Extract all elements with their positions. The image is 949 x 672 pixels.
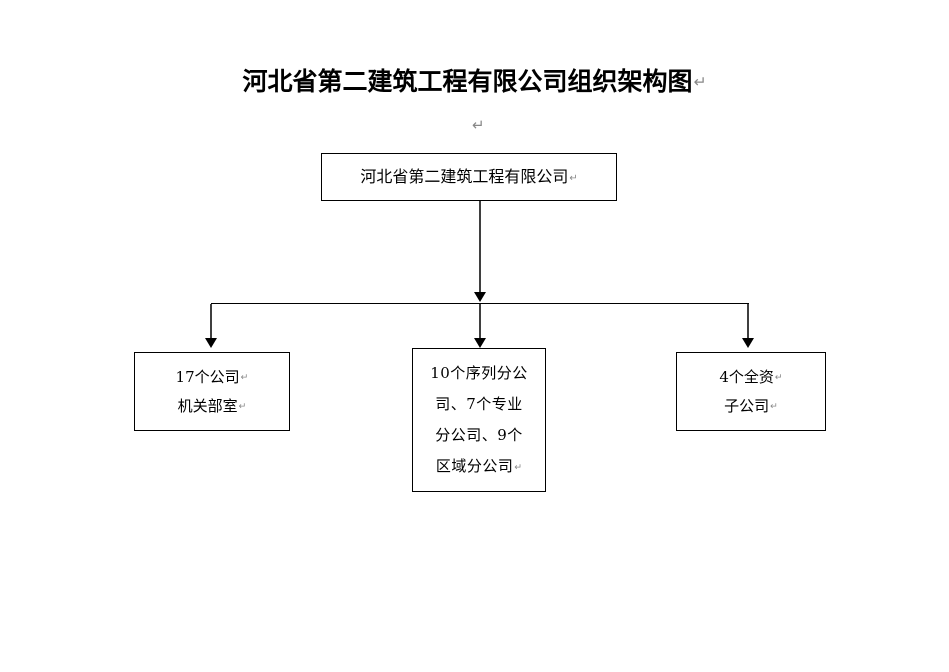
org-node-subsidiaries-text-0: 4个全资 <box>719 367 774 386</box>
org-node-subsidiaries-text-1: 子公司 <box>724 396 770 415</box>
org-node-subsidiaries[interactable]: 4个全资↵ 子公司↵ <box>676 352 826 431</box>
pilcrow-mark: ↵ <box>770 401 778 413</box>
org-node-root-text-0: 河北省第二建筑工程有限公司 <box>360 167 569 186</box>
org-node-subsidiaries-line-1: 子公司↵ <box>724 396 778 415</box>
connector-bus-to-subsidiaries <box>747 304 749 339</box>
org-node-departments-line-1: 机关部室↵ <box>177 396 247 415</box>
org-node-branches-line-3: 区域分公司↵ <box>436 459 522 474</box>
pilcrow-mark: ↵ <box>514 461 523 473</box>
org-node-branches[interactable]: 10个序列分公 司、7个专业 分公司、9个 区域分公司↵ <box>412 348 546 492</box>
org-node-root-line-0: 河北省第二建筑工程有限公司↵ <box>360 169 577 185</box>
pilcrow-mark: ↵ <box>569 172 578 184</box>
org-node-departments-line-0: 17个公司↵ <box>175 367 249 386</box>
arrowhead-subsidiaries <box>742 338 754 348</box>
pilcrow-mark: ↵ <box>240 372 249 384</box>
arrowhead-branches <box>474 338 486 348</box>
page-title-text: 河北省第二建筑工程有限公司组织架构图 <box>242 67 693 96</box>
org-node-departments-text-1: 机关部室 <box>177 396 238 415</box>
page-title: 河北省第二建筑工程有限公司组织架构图↵ <box>0 62 949 98</box>
pilcrow-mark: ↵ <box>238 401 247 413</box>
org-node-subsidiaries-line-0: 4个全资↵ <box>719 367 783 386</box>
pilcrow-mark: ↵ <box>693 73 707 92</box>
arrowhead-departments <box>205 338 217 348</box>
connector-root-to-bus <box>479 201 481 294</box>
org-node-branches-line-0: 10个序列分公 <box>430 364 528 382</box>
connector-bus-to-departments <box>210 304 212 339</box>
org-node-departments-text-0: 17个公司 <box>175 367 240 386</box>
org-node-branches-line-2: 分公司、9个 <box>435 426 523 444</box>
standalone-pilcrow-mark: ↵ <box>472 116 485 134</box>
org-node-branches-text-3: 区域分公司 <box>435 457 514 475</box>
org-node-root[interactable]: 河北省第二建筑工程有限公司↵ <box>321 153 617 201</box>
org-node-branches-line-1: 司、7个专业 <box>435 395 523 413</box>
org-node-departments[interactable]: 17个公司↵ 机关部室↵ <box>134 352 290 431</box>
arrowhead-root-to-bus <box>474 292 486 302</box>
connector-bus-to-branches <box>479 304 481 339</box>
connector-horizontal-bus <box>211 303 749 304</box>
pilcrow-mark: ↵ <box>774 372 783 384</box>
